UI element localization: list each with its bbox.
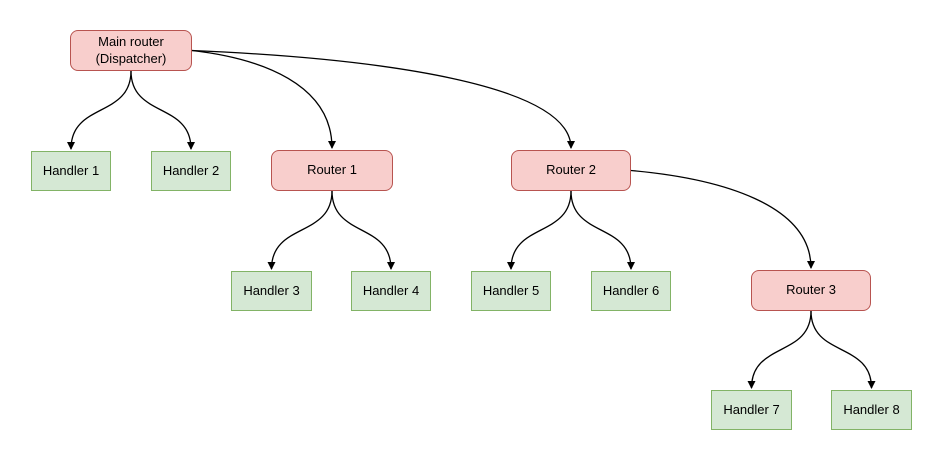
edge-main-to-r1 — [191, 49, 336, 149]
node-h1: Handler 1 — [31, 151, 111, 191]
edge-r2-to-r3 — [630, 169, 815, 269]
edge-r3-to-h7 — [747, 310, 812, 389]
edge-r1-to-h3 — [267, 190, 333, 270]
node-h3: Handler 3 — [231, 271, 312, 311]
node-r1: Router 1 — [271, 150, 393, 191]
node-main: Main router (Dispatcher) — [70, 30, 192, 71]
edge-main-to-h1 — [67, 70, 132, 150]
node-h2: Handler 2 — [151, 151, 231, 191]
node-h4: Handler 4 — [351, 271, 431, 311]
edge-r2-to-h5 — [507, 190, 572, 270]
node-h8: Handler 8 — [831, 390, 912, 430]
edge-main-to-h2 — [130, 70, 195, 150]
node-h5: Handler 5 — [471, 271, 551, 311]
edge-r2-to-h6 — [570, 190, 635, 270]
edge-main-to-r2 — [191, 49, 575, 149]
node-h6: Handler 6 — [591, 271, 671, 311]
edge-r1-to-h4 — [331, 190, 395, 270]
node-r3: Router 3 — [751, 270, 871, 311]
edge-r3-to-h8 — [810, 310, 876, 389]
node-r2: Router 2 — [511, 150, 631, 191]
node-h7: Handler 7 — [711, 390, 792, 430]
